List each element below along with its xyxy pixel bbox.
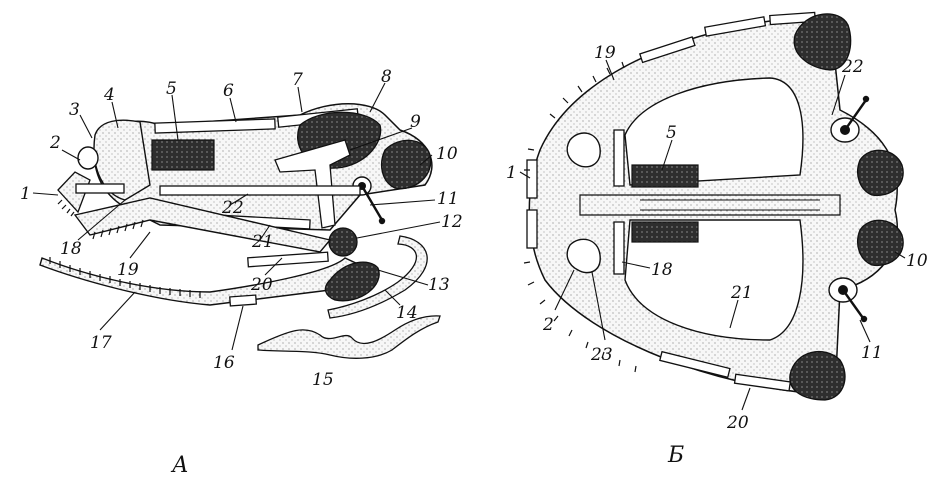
b-lower-window: [624, 219, 804, 341]
a-label-12: 12: [441, 212, 463, 232]
b-central-beam: [579, 194, 841, 216]
b-label-18: 18: [651, 260, 673, 280]
a-label-22: 22: [221, 198, 244, 218]
b-label-21: 21: [730, 283, 753, 303]
a-label-11: 11: [437, 189, 459, 209]
b-arc-bar-19b: [704, 16, 767, 37]
panel-a-title: А: [170, 453, 189, 478]
b-label-22: 22: [841, 57, 864, 77]
a-dark-blob-13: [324, 261, 380, 302]
a-label-1: 1: [20, 184, 31, 204]
b-label-5: 5: [666, 123, 677, 143]
a-label-2: 2: [49, 133, 61, 153]
b-corner-bottom: [789, 351, 846, 401]
b-edge-bar-1: [526, 159, 538, 199]
b-label-23: 23: [590, 345, 613, 365]
a-label-15: 15: [312, 370, 334, 390]
b-arc-bar-20b: [659, 350, 731, 379]
a-ball-12: [328, 227, 358, 257]
panel-a-leaders: [32, 82, 441, 351]
panel-b-labels: 19 22 5 1 10 18 21 2 23 11 20: [506, 43, 928, 433]
b-label-2: 2: [542, 315, 554, 335]
a-label-17: 17: [90, 333, 112, 353]
b-label-1: 1: [506, 163, 517, 183]
b-bar-18-upper: [613, 129, 625, 187]
a-jaw-19: [73, 197, 332, 253]
a-label-14: 14: [396, 303, 418, 323]
b-bar-18-lower: [613, 221, 625, 275]
a-mandible: [57, 171, 91, 214]
panel-a-labels: 1 2 3 4 5 6 7 8 9 10 11 12 13 14 15 16 1…: [20, 67, 463, 390]
a-label-7: 7: [292, 70, 303, 90]
a-label-21: 21: [251, 232, 274, 252]
a-label-18: 18: [60, 239, 82, 259]
a-label-13: 13: [428, 275, 450, 295]
b-label-19: 19: [594, 43, 616, 63]
b-upper-window: [624, 77, 804, 186]
a-label-19: 19: [117, 260, 139, 280]
b-arc-bar-20a: [733, 373, 792, 392]
panel-b-drawing: [523, 11, 904, 401]
panel-b-title: Б: [667, 443, 684, 468]
b-dark-plate-5b: [631, 221, 699, 243]
b-dark-plate-5: [631, 164, 699, 188]
a-label-6: 6: [223, 81, 234, 101]
a-label-10: 10: [436, 144, 458, 164]
a-bar-18: [75, 183, 125, 194]
a-label-16: 16: [213, 353, 235, 373]
panel-a-drawing: [39, 103, 441, 359]
a-dark-lobe-10: [381, 139, 432, 190]
a-dark-plate-5: [151, 139, 215, 171]
panel-b-leaders: [519, 59, 906, 411]
a-bar-20: [247, 251, 329, 268]
b-label-11: 11: [861, 343, 883, 363]
b-lobe-upper: [566, 132, 601, 168]
a-label-3: 3: [69, 100, 80, 120]
a-strut-9: [274, 139, 351, 229]
a-label-5: 5: [166, 79, 177, 99]
a-label-9: 9: [410, 112, 421, 132]
b-label-10: 10: [906, 251, 928, 271]
a-label-20: 20: [250, 275, 273, 295]
b-edge-bar-1b: [526, 209, 538, 249]
b-lobe-10-lower: [857, 219, 904, 267]
a-arm-14: [327, 235, 428, 319]
b-lobe-10-upper: [857, 149, 904, 197]
a-wavy-plate-15: [257, 315, 441, 359]
b-label-20: 20: [726, 413, 749, 433]
a-label-8: 8: [381, 67, 392, 87]
a-top-bar-6: [154, 118, 276, 134]
b-corner-top: [793, 13, 852, 71]
a-eye: [77, 146, 99, 170]
a-bar-16: [229, 294, 258, 307]
a-label-4: 4: [103, 85, 115, 105]
b-arc-bar-19a: [639, 36, 696, 64]
b-lobe-lower: [566, 238, 601, 274]
a-bar-22: [159, 185, 361, 196]
